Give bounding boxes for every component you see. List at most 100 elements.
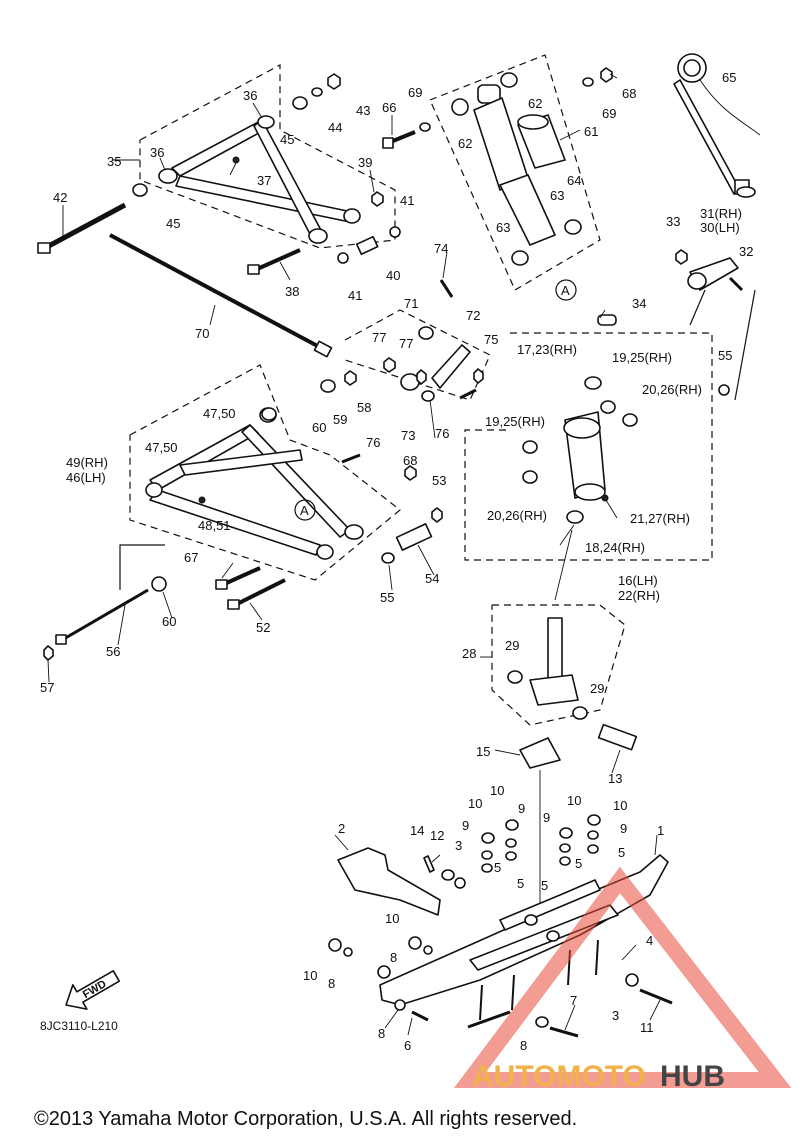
callout-55: 55 — [380, 590, 394, 605]
callout-48-51: 48,51 — [198, 518, 231, 533]
callout-56: 56 — [106, 644, 120, 659]
callout-39: 39 — [358, 155, 372, 170]
link-bracket-group — [344, 279, 491, 402]
callout-38: 38 — [285, 284, 299, 299]
callout-13: 13 — [608, 771, 622, 786]
callout-8: 8 — [328, 976, 335, 991]
callout-5: 5 — [494, 860, 501, 875]
callout-77: 77 — [372, 330, 386, 345]
callout-15: 15 — [476, 744, 490, 759]
callout-labels: 1 2 3 3 4 5 5 5 5 5 6 7 8 8 8 8 9 9 9 9 … — [40, 70, 753, 1053]
callout-19-25: 19,25(RH) — [612, 350, 672, 365]
callout-53: 53 — [432, 473, 446, 488]
callout-62: 62 — [458, 136, 472, 151]
callout-5: 5 — [575, 856, 582, 871]
spindle-group — [491, 529, 638, 925]
callout-45: 45 — [166, 216, 180, 231]
callout-9: 9 — [518, 801, 525, 816]
callout-63: 63 — [496, 220, 510, 235]
callout-74: 74 — [434, 241, 448, 256]
callout-43: 43 — [356, 103, 370, 118]
callout-68: 68 — [403, 453, 417, 468]
reference-mark-a-upper: A — [561, 283, 570, 298]
callout-71: 71 — [404, 296, 418, 311]
callout-5: 5 — [618, 845, 625, 860]
steering-arm-group — [675, 249, 756, 401]
diagram-code: 8JC3110-L210 — [40, 1019, 118, 1033]
callout-4: 4 — [646, 933, 653, 948]
callout-14: 14 — [410, 823, 424, 838]
callout-40: 40 — [386, 268, 400, 283]
callout-46: 46(LH) — [66, 470, 106, 485]
callout-29: 29 — [505, 638, 519, 653]
callout-62: 62 — [528, 96, 542, 111]
callout-68: 68 — [622, 86, 636, 101]
callout-77: 77 — [399, 336, 413, 351]
callout-63: 63 — [550, 188, 564, 203]
callout-5: 5 — [517, 876, 524, 891]
callout-32: 32 — [739, 244, 753, 259]
callout-3: 3 — [455, 838, 462, 853]
callout-36: 36 — [243, 88, 257, 103]
callout-8: 8 — [390, 950, 397, 965]
callout-66: 66 — [382, 100, 396, 115]
callout-10: 10 — [385, 911, 399, 926]
callout-22: 22(RH) — [618, 588, 660, 603]
callout-9: 9 — [543, 810, 550, 825]
callout-60: 60 — [162, 614, 176, 629]
callout-36: 36 — [150, 145, 164, 160]
watermark-logo — [454, 866, 792, 1088]
callout-45: 45 — [280, 132, 294, 147]
callout-69: 69 — [408, 85, 422, 100]
callout-8: 8 — [520, 1038, 527, 1053]
callout-58: 58 — [357, 400, 371, 415]
callout-29: 29 — [590, 681, 604, 696]
callout-leaders — [47, 73, 661, 1036]
callout-47-50: 47,50 — [203, 406, 236, 421]
watermark-text-2: HUB — [660, 1060, 725, 1093]
steering-gauge-65 — [673, 53, 761, 198]
callout-20-26: 20,26(RH) — [642, 382, 702, 397]
callout-6: 6 — [404, 1038, 411, 1053]
callout-3: 3 — [612, 1008, 619, 1023]
reference-mark-a-lower: A — [300, 503, 309, 518]
callout-21-27: 21,27(RH) — [630, 511, 690, 526]
callout-42: 42 — [53, 190, 67, 205]
callout-54: 54 — [425, 571, 439, 586]
callout-10: 10 — [468, 796, 482, 811]
callout-17-23: 17,23(RH) — [517, 342, 577, 357]
callout-7: 7 — [570, 993, 577, 1008]
callout-10: 10 — [613, 798, 627, 813]
direction-label: FWD — [81, 978, 109, 1001]
callout-76: 76 — [366, 435, 380, 450]
callout-47-50: 47,50 — [145, 440, 178, 455]
callout-2: 2 — [338, 821, 345, 836]
callout-34: 34 — [632, 296, 646, 311]
callout-10: 10 — [303, 968, 317, 983]
callout-18-24: 18,24(RH) — [585, 540, 645, 555]
shock-absorber-group — [382, 54, 613, 301]
callout-75: 75 — [484, 332, 498, 347]
callout-5: 5 — [541, 878, 548, 893]
callout-60: 60 — [312, 420, 326, 435]
callout-52: 52 — [256, 620, 270, 635]
callout-64: 64 — [567, 173, 581, 188]
callout-8: 8 — [378, 1026, 385, 1041]
callout-59: 59 — [333, 412, 347, 427]
callout-20-26: 20,26(RH) — [487, 508, 547, 523]
callout-76: 76 — [435, 426, 449, 441]
callout-10: 10 — [567, 793, 581, 808]
callout-9: 9 — [462, 818, 469, 833]
callout-55: 55 — [718, 348, 732, 363]
copyright-notice: ©2013 Yamaha Motor Corporation, U.S.A. A… — [34, 1108, 577, 1130]
callout-12: 12 — [430, 828, 444, 843]
callout-11: 11 — [640, 1020, 654, 1035]
callout-67: 67 — [184, 550, 198, 565]
upper-a-arm-group — [37, 63, 401, 275]
lower-a-arm-group — [43, 364, 443, 661]
callout-30: 30(LH) — [700, 220, 740, 235]
watermark-text-1: AUTOMOTO — [472, 1060, 646, 1093]
callout-44: 44 — [328, 120, 342, 135]
callout-31: 31(RH) — [700, 206, 742, 221]
callout-16: 16(LH) — [618, 573, 658, 588]
